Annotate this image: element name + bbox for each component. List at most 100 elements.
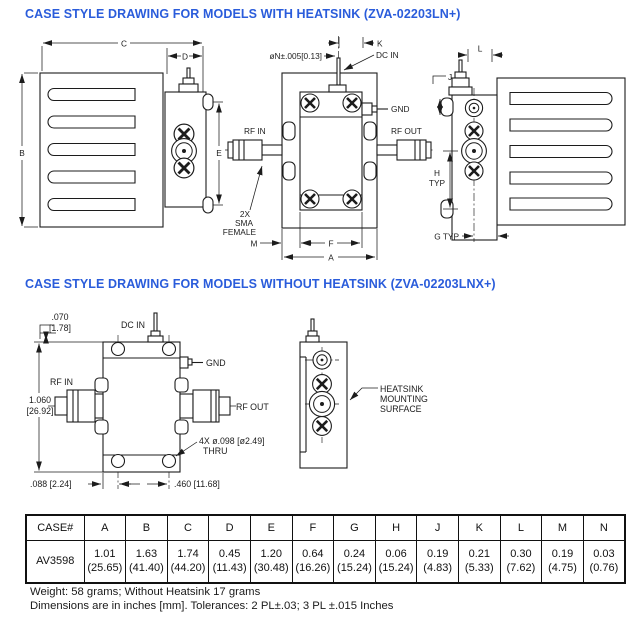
section1-title: CASE STYLE DRAWING FOR MODELS WITH HEATS… xyxy=(25,7,461,21)
table-header-l: L xyxy=(499,514,543,541)
dim-mm: (16.26) xyxy=(295,561,331,574)
gnd-label: GND xyxy=(206,358,226,368)
dim-in: 1.01 xyxy=(94,548,116,561)
dim-mm: (25.65) xyxy=(87,561,123,574)
heatsink-right-view: L J H TYP G TYP xyxy=(429,44,626,242)
dim-in: 1.20 xyxy=(260,548,282,561)
rf-in-connector xyxy=(54,377,109,435)
table-header-k: K xyxy=(457,514,501,541)
mounting-hole xyxy=(110,453,126,469)
dim-088-label: .088 [2.24] xyxy=(30,479,72,489)
gnd-pin xyxy=(361,102,388,116)
dim-mm: (15.24) xyxy=(378,561,414,574)
dim-h-typ-label: TYP xyxy=(429,178,446,188)
dim-c-label: C xyxy=(121,39,127,49)
table-header-f: F xyxy=(291,514,335,541)
dim-cell-h: 0.06(15.24) xyxy=(374,540,418,584)
table-data-row: AV3598 1.01(25.65) 1.63(41.40) 1.74(44.2… xyxy=(25,540,626,584)
table-header-h: H xyxy=(374,514,418,541)
dim-460-label: .460 [11.68] xyxy=(174,479,220,489)
table-header-n: N xyxy=(582,514,626,541)
dim-g-typ-label: G TYP xyxy=(434,232,459,242)
table-header-b: B xyxy=(125,514,168,541)
drawing-with-heatsink: C D B E xyxy=(19,36,626,263)
case-top-view: K øN±.005[0.13] DC IN GND RF IN RF OUT 2… xyxy=(223,36,434,263)
dim-in: 0.06 xyxy=(385,548,407,561)
gnd-pin xyxy=(179,356,203,369)
rf-in-label: RF IN xyxy=(244,126,266,136)
rf-out-connector xyxy=(363,121,432,181)
dim-b-label: B xyxy=(19,148,25,158)
dc-in-label: DC IN xyxy=(376,50,399,60)
dim-mm: (4.75) xyxy=(548,561,577,574)
case-front-view: DC IN GND RF IN xyxy=(27,312,269,489)
dim-1060-in: 1.060 xyxy=(29,395,51,405)
dim-mm: (30.48) xyxy=(253,561,289,574)
dim-h-label: H xyxy=(434,168,440,178)
rf-connector-edge-top xyxy=(202,93,214,111)
dim-in: 0.19 xyxy=(426,548,449,561)
tolerance-note: Dimensions are in inches [mm]. Tolerance… xyxy=(30,600,394,612)
dim-mm: (44.20) xyxy=(170,561,206,574)
rf-out-connector xyxy=(174,377,231,435)
dc-pin-side-right xyxy=(448,59,473,96)
holes-note-line2: THRU xyxy=(203,446,227,456)
rf-in-connector xyxy=(227,121,296,181)
dim-cell-b: 1.63(41.40) xyxy=(125,540,168,584)
gnd-label: GND xyxy=(391,104,409,114)
dim-cell-n: 0.03(0.76) xyxy=(582,540,626,584)
dim-cell-f: 0.64(16.26) xyxy=(291,540,335,584)
mounting-hole xyxy=(161,453,177,469)
dim-in: 1.74 xyxy=(177,548,199,561)
dc-pin-side xyxy=(178,67,199,93)
dimension-table: CASE# A B C D E F G H J K L M N AV3598 1… xyxy=(25,514,626,584)
mounting-note-line1: HEATSINK xyxy=(380,384,423,394)
table-header-case: CASE# xyxy=(25,514,85,541)
dim-in: 0.03 xyxy=(593,548,615,561)
dim-in: 0.24 xyxy=(343,548,366,561)
dim-mm: (7.62) xyxy=(506,561,536,574)
dim-070-in: .070 xyxy=(51,312,68,322)
dim-mm: (5.33) xyxy=(464,561,494,574)
dim-m-label: M xyxy=(251,239,258,249)
dim-in: 1.63 xyxy=(135,548,158,561)
rf-connector-edge-bottom xyxy=(202,196,214,214)
case-side-view: HEATSINK MOUNTING SURFACE xyxy=(299,318,428,469)
dim-e-label: E xyxy=(216,148,222,158)
table-header-j: J xyxy=(416,514,459,541)
dim-cell-k: 0.21(5.33) xyxy=(457,540,501,584)
table-header-g: G xyxy=(333,514,376,541)
dim-in: 0.19 xyxy=(551,548,574,561)
dim-cell-e: 1.20(30.48) xyxy=(249,540,293,584)
dim-cell-l: 0.30(7.62) xyxy=(499,540,543,584)
dim-a-label: A xyxy=(328,253,334,263)
table-header-d: D xyxy=(208,514,251,541)
mounting-hole xyxy=(110,341,126,357)
sma-note-line3: FEMALE xyxy=(223,227,257,237)
dim-l-label: L xyxy=(478,44,483,54)
table-header-e: E xyxy=(249,514,293,541)
dc-in-label: DC IN xyxy=(121,320,145,330)
sma-note-line2: SMA xyxy=(235,218,253,228)
rf-out-label: RF OUT xyxy=(391,126,422,136)
dc-pin-side xyxy=(305,318,320,343)
dim-mm: (15.24) xyxy=(337,561,372,574)
dim-cell-j: 0.19(4.83) xyxy=(416,540,459,584)
drawing-without-heatsink: DC IN GND RF IN xyxy=(27,312,428,489)
mounting-hole xyxy=(161,341,177,357)
section2-title: CASE STYLE DRAWING FOR MODELS WITHOUT HE… xyxy=(25,277,496,291)
dim-cell-a: 1.01(25.65) xyxy=(83,540,127,584)
rf-in-label: RF IN xyxy=(50,377,73,387)
pin-diameter-note: øN±.005[0.13] xyxy=(269,51,322,61)
dc-pin xyxy=(147,312,164,343)
dim-cell-c: 1.74(44.20) xyxy=(166,540,210,584)
holes-note-line1: 4X ø.098 [ø2.49] xyxy=(199,436,265,446)
mounting-note-line2: MOUNTING xyxy=(380,394,428,404)
dim-mm: (4.83) xyxy=(423,561,453,574)
weight-note: Weight: 58 grams; Without Heatsink 17 gr… xyxy=(30,586,261,598)
dim-f-label: F xyxy=(328,239,333,249)
mounting-note-line3: SURFACE xyxy=(380,404,422,414)
rf-connector-edge-top xyxy=(440,97,454,117)
dim-in: 0.30 xyxy=(510,548,532,561)
